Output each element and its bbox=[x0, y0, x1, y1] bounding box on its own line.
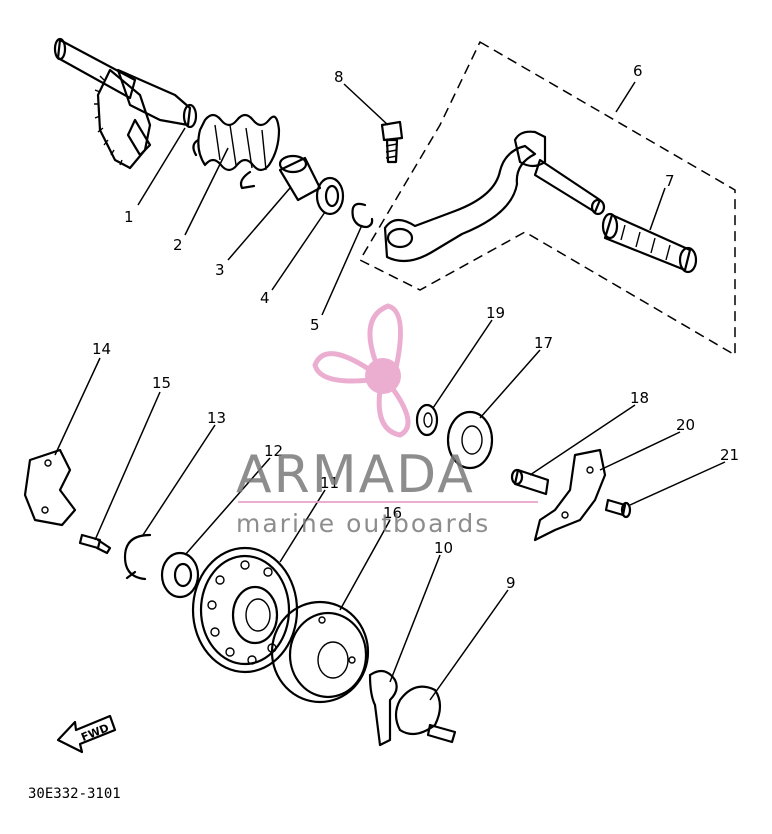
circlip-part bbox=[351, 202, 374, 229]
small-gear-part bbox=[446, 410, 494, 470]
callout-6: 6 bbox=[633, 62, 643, 80]
callout-5: 5 bbox=[310, 316, 320, 334]
leader-lines bbox=[54, 81, 726, 701]
callout-3: 3 bbox=[215, 261, 225, 279]
bolt-part bbox=[380, 120, 404, 164]
collar-part bbox=[278, 154, 322, 202]
callout-7: 7 bbox=[665, 172, 675, 190]
callout-19: 19 bbox=[486, 304, 505, 322]
kick-shaft-part bbox=[53, 37, 198, 170]
callout-numbers: 1 2 3 4 5 6 7 8 9 10 11 12 13 14 15 16 1… bbox=[92, 62, 739, 592]
callout-4: 4 bbox=[260, 289, 270, 307]
circlip-large-part bbox=[123, 533, 152, 581]
callout-11: 11 bbox=[320, 474, 339, 492]
callout-17: 17 bbox=[534, 334, 553, 352]
callout-2: 2 bbox=[173, 236, 183, 254]
screw-part bbox=[78, 533, 112, 555]
callout-14: 14 bbox=[92, 340, 111, 358]
watermark-logo: ARMADA marine outboards bbox=[236, 303, 538, 538]
watermark-tagline: marine outboards bbox=[236, 509, 490, 538]
large-gear-part bbox=[191, 546, 299, 674]
callout-12: 12 bbox=[264, 442, 283, 460]
propeller-icon bbox=[312, 303, 411, 438]
bearing-part bbox=[160, 551, 200, 599]
callout-18: 18 bbox=[630, 389, 649, 407]
callout-16: 16 bbox=[383, 504, 402, 522]
fwd-label: FWD bbox=[79, 721, 111, 744]
assembly-outline bbox=[358, 40, 736, 357]
callout-21: 21 bbox=[720, 446, 739, 464]
callout-9: 9 bbox=[506, 574, 516, 592]
watermark-brand: ARMADA bbox=[236, 445, 475, 505]
fwd-arrow-icon: FWD bbox=[56, 714, 117, 754]
drawing-code: 30E332-3101 bbox=[28, 786, 121, 802]
ratchet-part bbox=[394, 685, 457, 744]
washer-part bbox=[315, 176, 345, 216]
callout-8: 8 bbox=[334, 68, 344, 86]
screw-small-part bbox=[604, 498, 632, 519]
callout-1: 1 bbox=[124, 208, 134, 226]
spring-part bbox=[192, 113, 281, 190]
pulley-part bbox=[270, 600, 370, 704]
callout-13: 13 bbox=[207, 409, 226, 427]
callout-10: 10 bbox=[434, 539, 453, 557]
pin-part bbox=[510, 468, 550, 496]
spring-clip-part bbox=[368, 669, 398, 747]
callout-15: 15 bbox=[152, 374, 171, 392]
plate-part bbox=[23, 448, 77, 527]
bracket-part bbox=[533, 448, 607, 542]
grip-part bbox=[601, 212, 698, 274]
callout-20: 20 bbox=[676, 416, 695, 434]
kick-crank-part bbox=[383, 130, 606, 263]
washer-small-part bbox=[415, 403, 439, 437]
